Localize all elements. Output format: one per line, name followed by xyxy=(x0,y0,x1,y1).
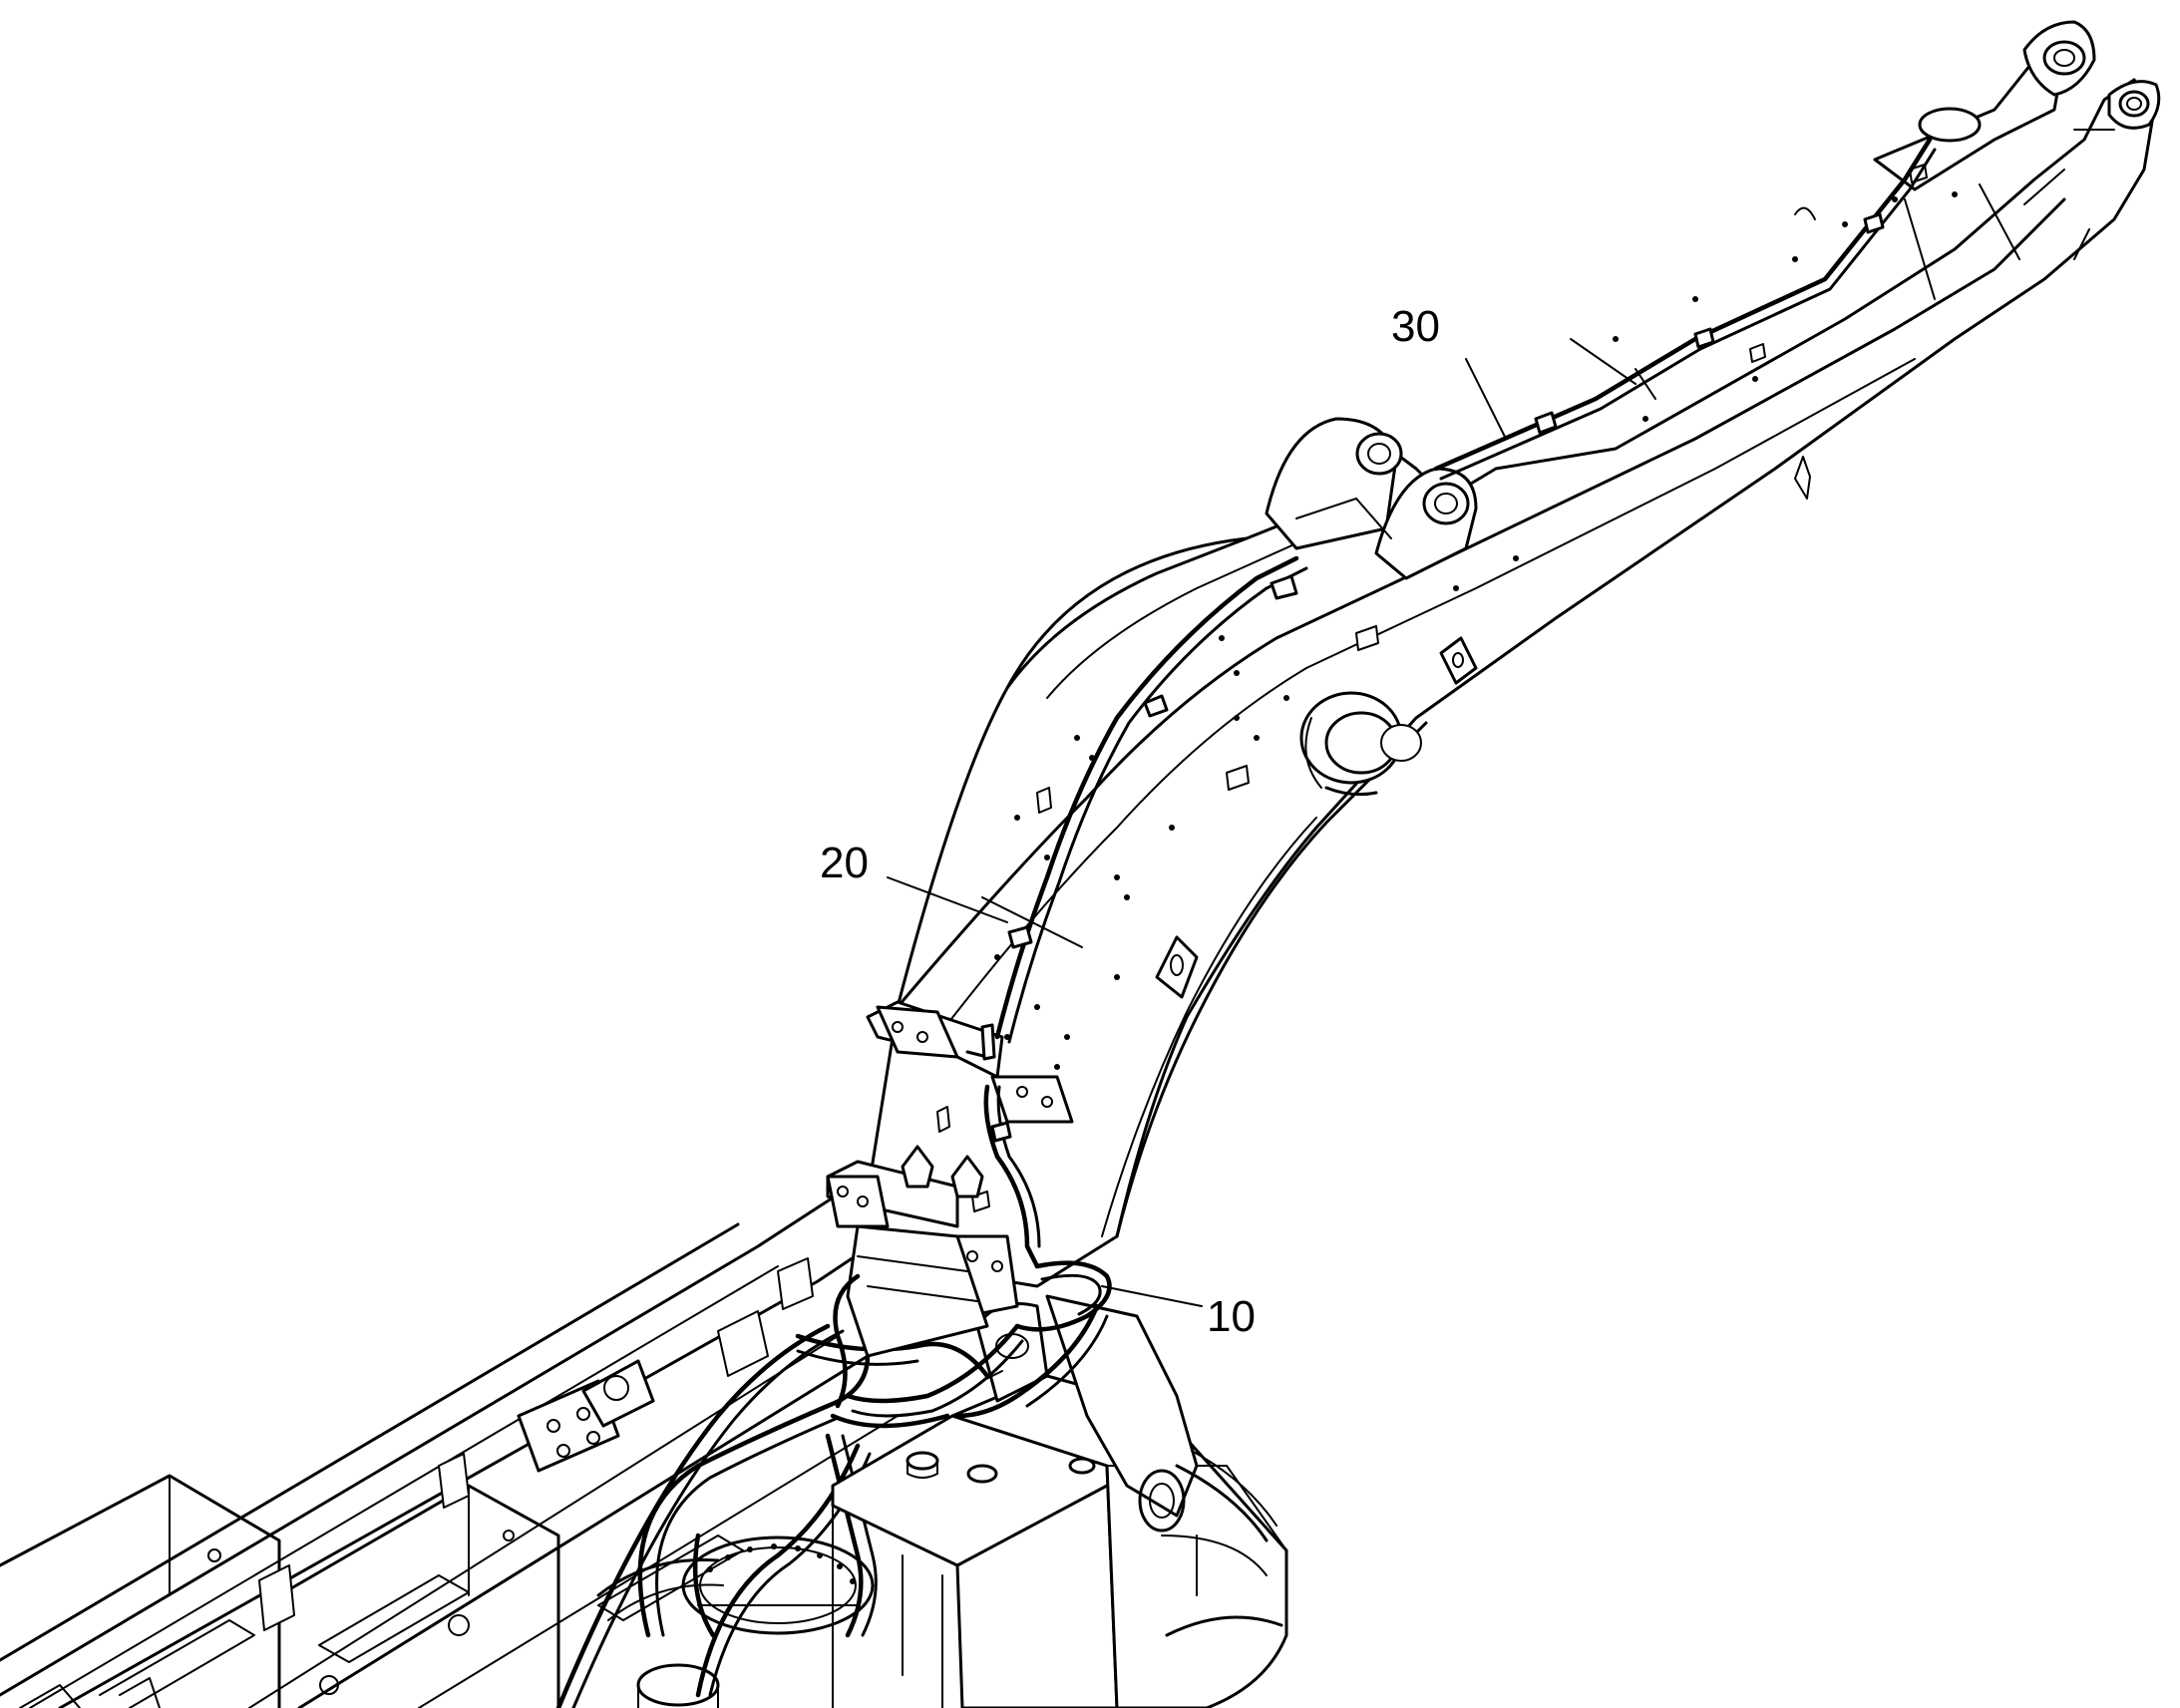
callout-label-10: 10 xyxy=(1207,1292,1256,1341)
boom-details xyxy=(936,164,1958,1212)
callout-label-30: 30 xyxy=(1391,302,1440,351)
boom-lugs xyxy=(1265,417,1478,580)
callout-leaders xyxy=(887,358,1507,1307)
valve-blocks xyxy=(826,1000,1074,1358)
slew-ring-bolts xyxy=(707,1543,856,1584)
arm-cylinder-boss xyxy=(1299,691,1422,797)
upper-frame xyxy=(0,1180,899,1708)
harness-20 xyxy=(983,555,1308,1269)
leader-20 xyxy=(887,876,1008,923)
leader-10 xyxy=(1101,1285,1203,1307)
callout-label-20: 20 xyxy=(820,839,869,887)
harness-10 xyxy=(833,1260,1112,1419)
harness-30 xyxy=(1433,137,1937,481)
leader-30 xyxy=(1465,358,1507,440)
